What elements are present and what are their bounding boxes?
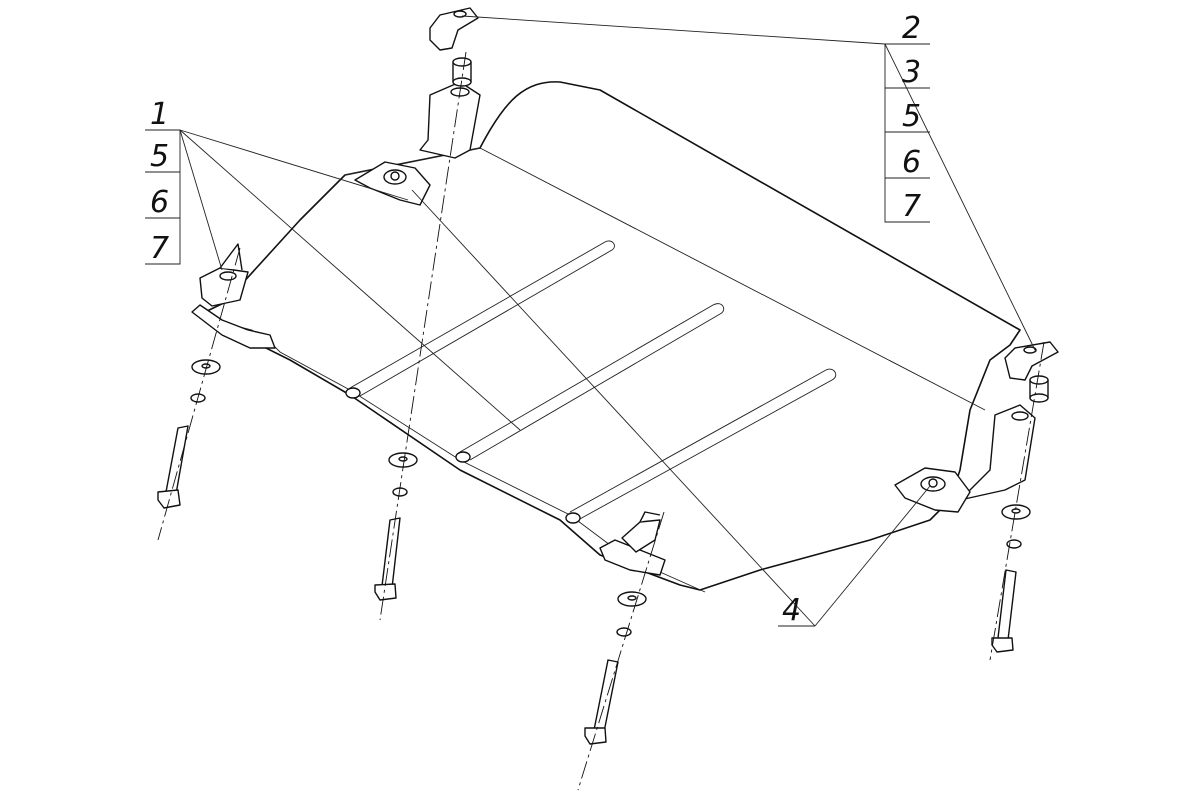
callout-group-left: 1 5 6 7 [150,97,169,266]
callout-1: 1 [150,97,169,132]
callout-5-right: 5 [902,99,921,134]
callout-4: 4 [782,593,801,628]
leader-lines [145,15,1037,627]
callout-group-right: 2 3 5 6 7 [902,11,921,224]
fastener-center-left [374,452,418,601]
callout-3: 3 [902,55,921,90]
callout-2: 2 [902,11,921,46]
rear-left-bracket [354,81,481,206]
spacer-right [1029,375,1049,403]
skid-plate [191,81,1021,593]
callout-7-left: 7 [150,231,169,266]
callout-7-right: 7 [902,189,921,224]
fastener-right [991,504,1031,653]
callout-6-right: 6 [902,145,921,180]
clip-top [429,7,479,51]
left-bracket-tab [199,243,249,307]
rear-right-bracket [894,404,1036,513]
assembly-axes [157,51,1045,791]
spacer-top [452,57,472,87]
front-center-bracket [621,511,661,553]
callout-6-left: 6 [150,185,169,220]
fastener-left [157,359,221,509]
callout-5-left: 5 [150,139,169,174]
clip-right [1004,341,1059,381]
fastener-front [584,591,647,745]
